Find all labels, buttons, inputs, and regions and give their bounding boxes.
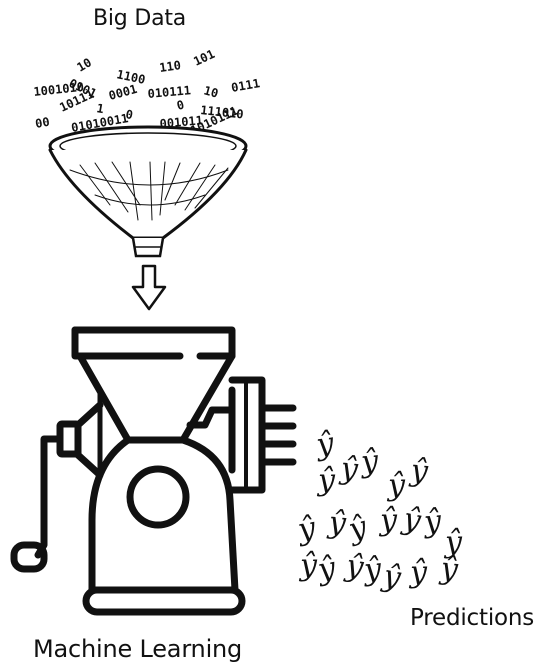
binary-bits-text: 1 xyxy=(95,101,105,116)
prediction-yhat-symbol: ŷ xyxy=(408,555,428,590)
prediction-yhat-symbol: ŷ xyxy=(437,551,460,588)
funnel-icon xyxy=(48,125,248,258)
binary-bits-text: 1100 xyxy=(115,67,146,87)
prediction-yhat-symbol: ŷ xyxy=(386,468,406,503)
binary-bits-text: 110 xyxy=(158,58,181,75)
big-data-label: Big Data xyxy=(93,6,187,31)
prediction-yhat-symbol: ŷ xyxy=(378,503,398,538)
prediction-yhat-symbol: ŷ xyxy=(379,558,405,596)
prediction-yhat-symbol: ŷ xyxy=(358,444,381,481)
prediction-yhat-symbol: ŷ xyxy=(316,463,336,498)
binary-bits-text: 0 xyxy=(175,98,186,113)
prediction-yhat-symbol: ŷ xyxy=(399,501,425,539)
prediction-yhat-symbol: ŷ xyxy=(298,548,318,583)
prediction-yhat-symbol: ŷ xyxy=(313,550,339,588)
machine-learning-label: Machine Learning xyxy=(33,635,243,663)
binary-bits-text: 0111 xyxy=(230,76,261,95)
binary-bits-text: 010111 xyxy=(147,83,191,101)
prediction-yhat-symbol: ŷ xyxy=(343,509,371,548)
prediction-yhat-symbol: ŷ xyxy=(361,552,384,589)
prediction-yhat-symbol: ŷ xyxy=(421,504,444,541)
binary-bits-text: 111010 xyxy=(200,103,245,121)
binary-bits-text: 10 xyxy=(202,83,220,100)
prediction-yhat-symbol: ŷ xyxy=(337,451,360,488)
binary-bits-text: 10 xyxy=(75,55,95,74)
prediction-yhat-symbol: ŷ xyxy=(407,453,430,490)
arrow-down-icon xyxy=(131,264,167,311)
binary-bits-text: 0 xyxy=(124,107,134,122)
predictions-label: Predictions xyxy=(410,605,535,631)
prediction-yhat-symbol: ŷ xyxy=(293,510,319,548)
binary-bits-text: 101 xyxy=(191,47,217,69)
binary-bits-text: 1001010 xyxy=(33,80,85,99)
binary-bits-text: 00 xyxy=(34,115,51,131)
prediction-yhat-symbol: ŷ xyxy=(443,525,463,560)
binary-bits-text: 0001 xyxy=(107,82,139,103)
prediction-yhat-symbol: ŷ xyxy=(325,505,348,542)
prediction-yhat-symbol: ŷ xyxy=(312,426,337,463)
meat-grinder-icon xyxy=(10,326,297,616)
